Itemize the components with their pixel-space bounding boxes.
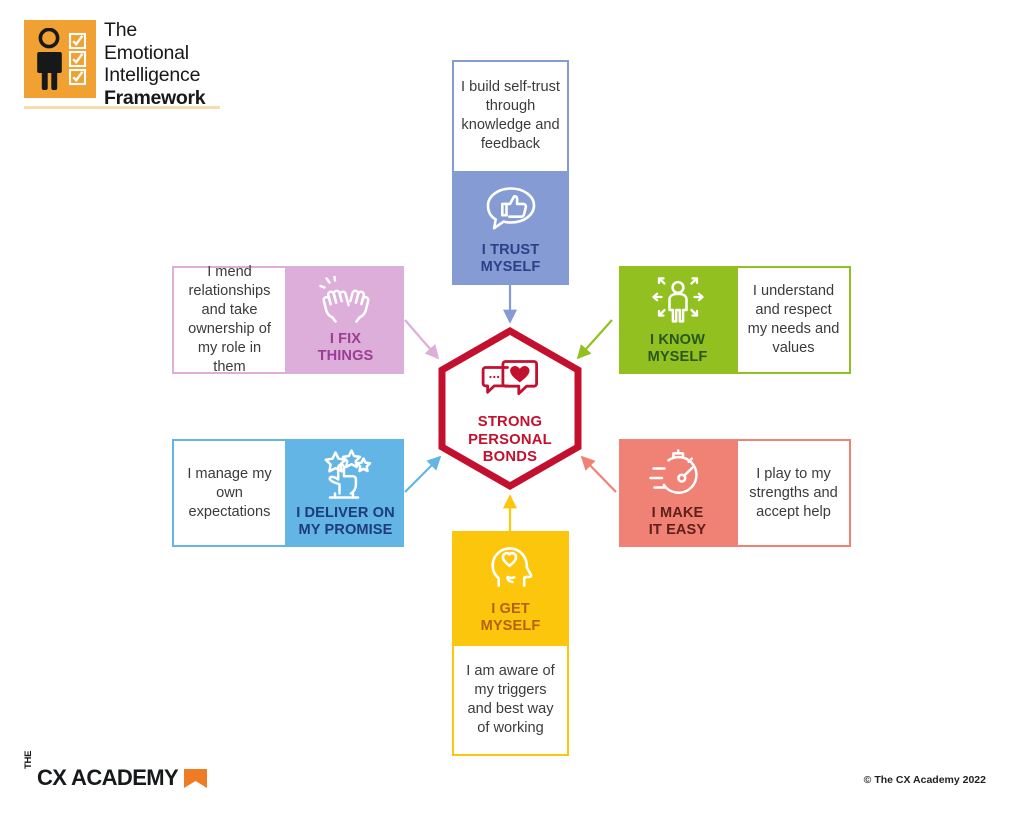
- node-i-make-it-easy-description-panel: I play to my strengths and accept help: [736, 439, 851, 547]
- clapping-hands-icon: [318, 275, 370, 323]
- node-i-deliver-on-my-promise-description: I manage my own expectations: [187, 465, 272, 520]
- cx-academy-name-text: CX ACADEMY: [37, 765, 179, 790]
- cx-academy-the-text: THE: [23, 750, 34, 769]
- node-i-get-myself-description: I am aware of my triggers and best way o…: [466, 662, 555, 736]
- node-i-fix-things-description: I mend relationships and take ownership …: [188, 264, 271, 375]
- logo-line-1: The: [104, 19, 138, 41]
- logo-wordmark: The Emotional Intelligence Framework: [104, 19, 229, 109]
- node-i-trust-myself-description: I build self-trust through knowledge and…: [461, 79, 560, 153]
- cx-academy-logo: THE CX ACADEMY: [23, 751, 209, 792]
- hexagon-outline: [438, 327, 582, 490]
- node-i-make-it-easy-description: I play to my strengths and accept help: [749, 465, 838, 520]
- logo-line-2: Emotional: [104, 41, 189, 64]
- speech-bubbles-heart-icon: [481, 360, 538, 395]
- node-i-trust-myself-description-panel: I build self-trust through knowledge and…: [452, 60, 569, 173]
- logo-line-3: Intelligence: [104, 64, 201, 86]
- person-radiating-arrows-icon: [651, 276, 704, 323]
- node-i-get-myself-description-panel: I am aware of my triggers and best way o…: [452, 643, 569, 756]
- node-i-know-myself-description-panel: I understand and respect my needs and va…: [736, 266, 851, 374]
- head-profile-heart-icon: [490, 546, 532, 587]
- node-i-trust-myself[interactable]: I build self-trust through knowledge and…: [452, 60, 569, 285]
- node-i-fix-things-description-panel: I mend relationships and take ownership …: [172, 264, 287, 375]
- arrow-from-i-fix-things: [404, 319, 440, 360]
- arrow-from-i-make-it-easy: [580, 455, 617, 493]
- stopwatch-speed-icon: [648, 448, 698, 494]
- logo-mark: [24, 20, 96, 98]
- emotional-intelligence-framework-logo: The Emotional Intelligence Framework: [24, 19, 229, 110]
- node-i-deliver-on-my-promise[interactable]: I manage my own expectations I DELIVER O…: [172, 439, 404, 547]
- node-i-fix-things[interactable]: I mend relationships and take ownership …: [172, 264, 404, 375]
- checklist-icon: [68, 32, 87, 86]
- copyright-text: © The CX Academy 2022: [863, 774, 986, 786]
- logo-underline: [24, 106, 220, 109]
- flag-icon: [184, 769, 207, 788]
- node-i-know-myself-description: I understand and respect my needs and va…: [747, 283, 840, 356]
- person-with-checklist-icon: [37, 28, 62, 90]
- thumbs-up-speech-bubble-icon: [486, 187, 535, 230]
- node-i-deliver-on-my-promise-description-panel: I manage my own expectations: [172, 439, 287, 547]
- hand-pointing-stars-icon: [323, 448, 371, 499]
- logo-line-4: Framework: [104, 86, 206, 109]
